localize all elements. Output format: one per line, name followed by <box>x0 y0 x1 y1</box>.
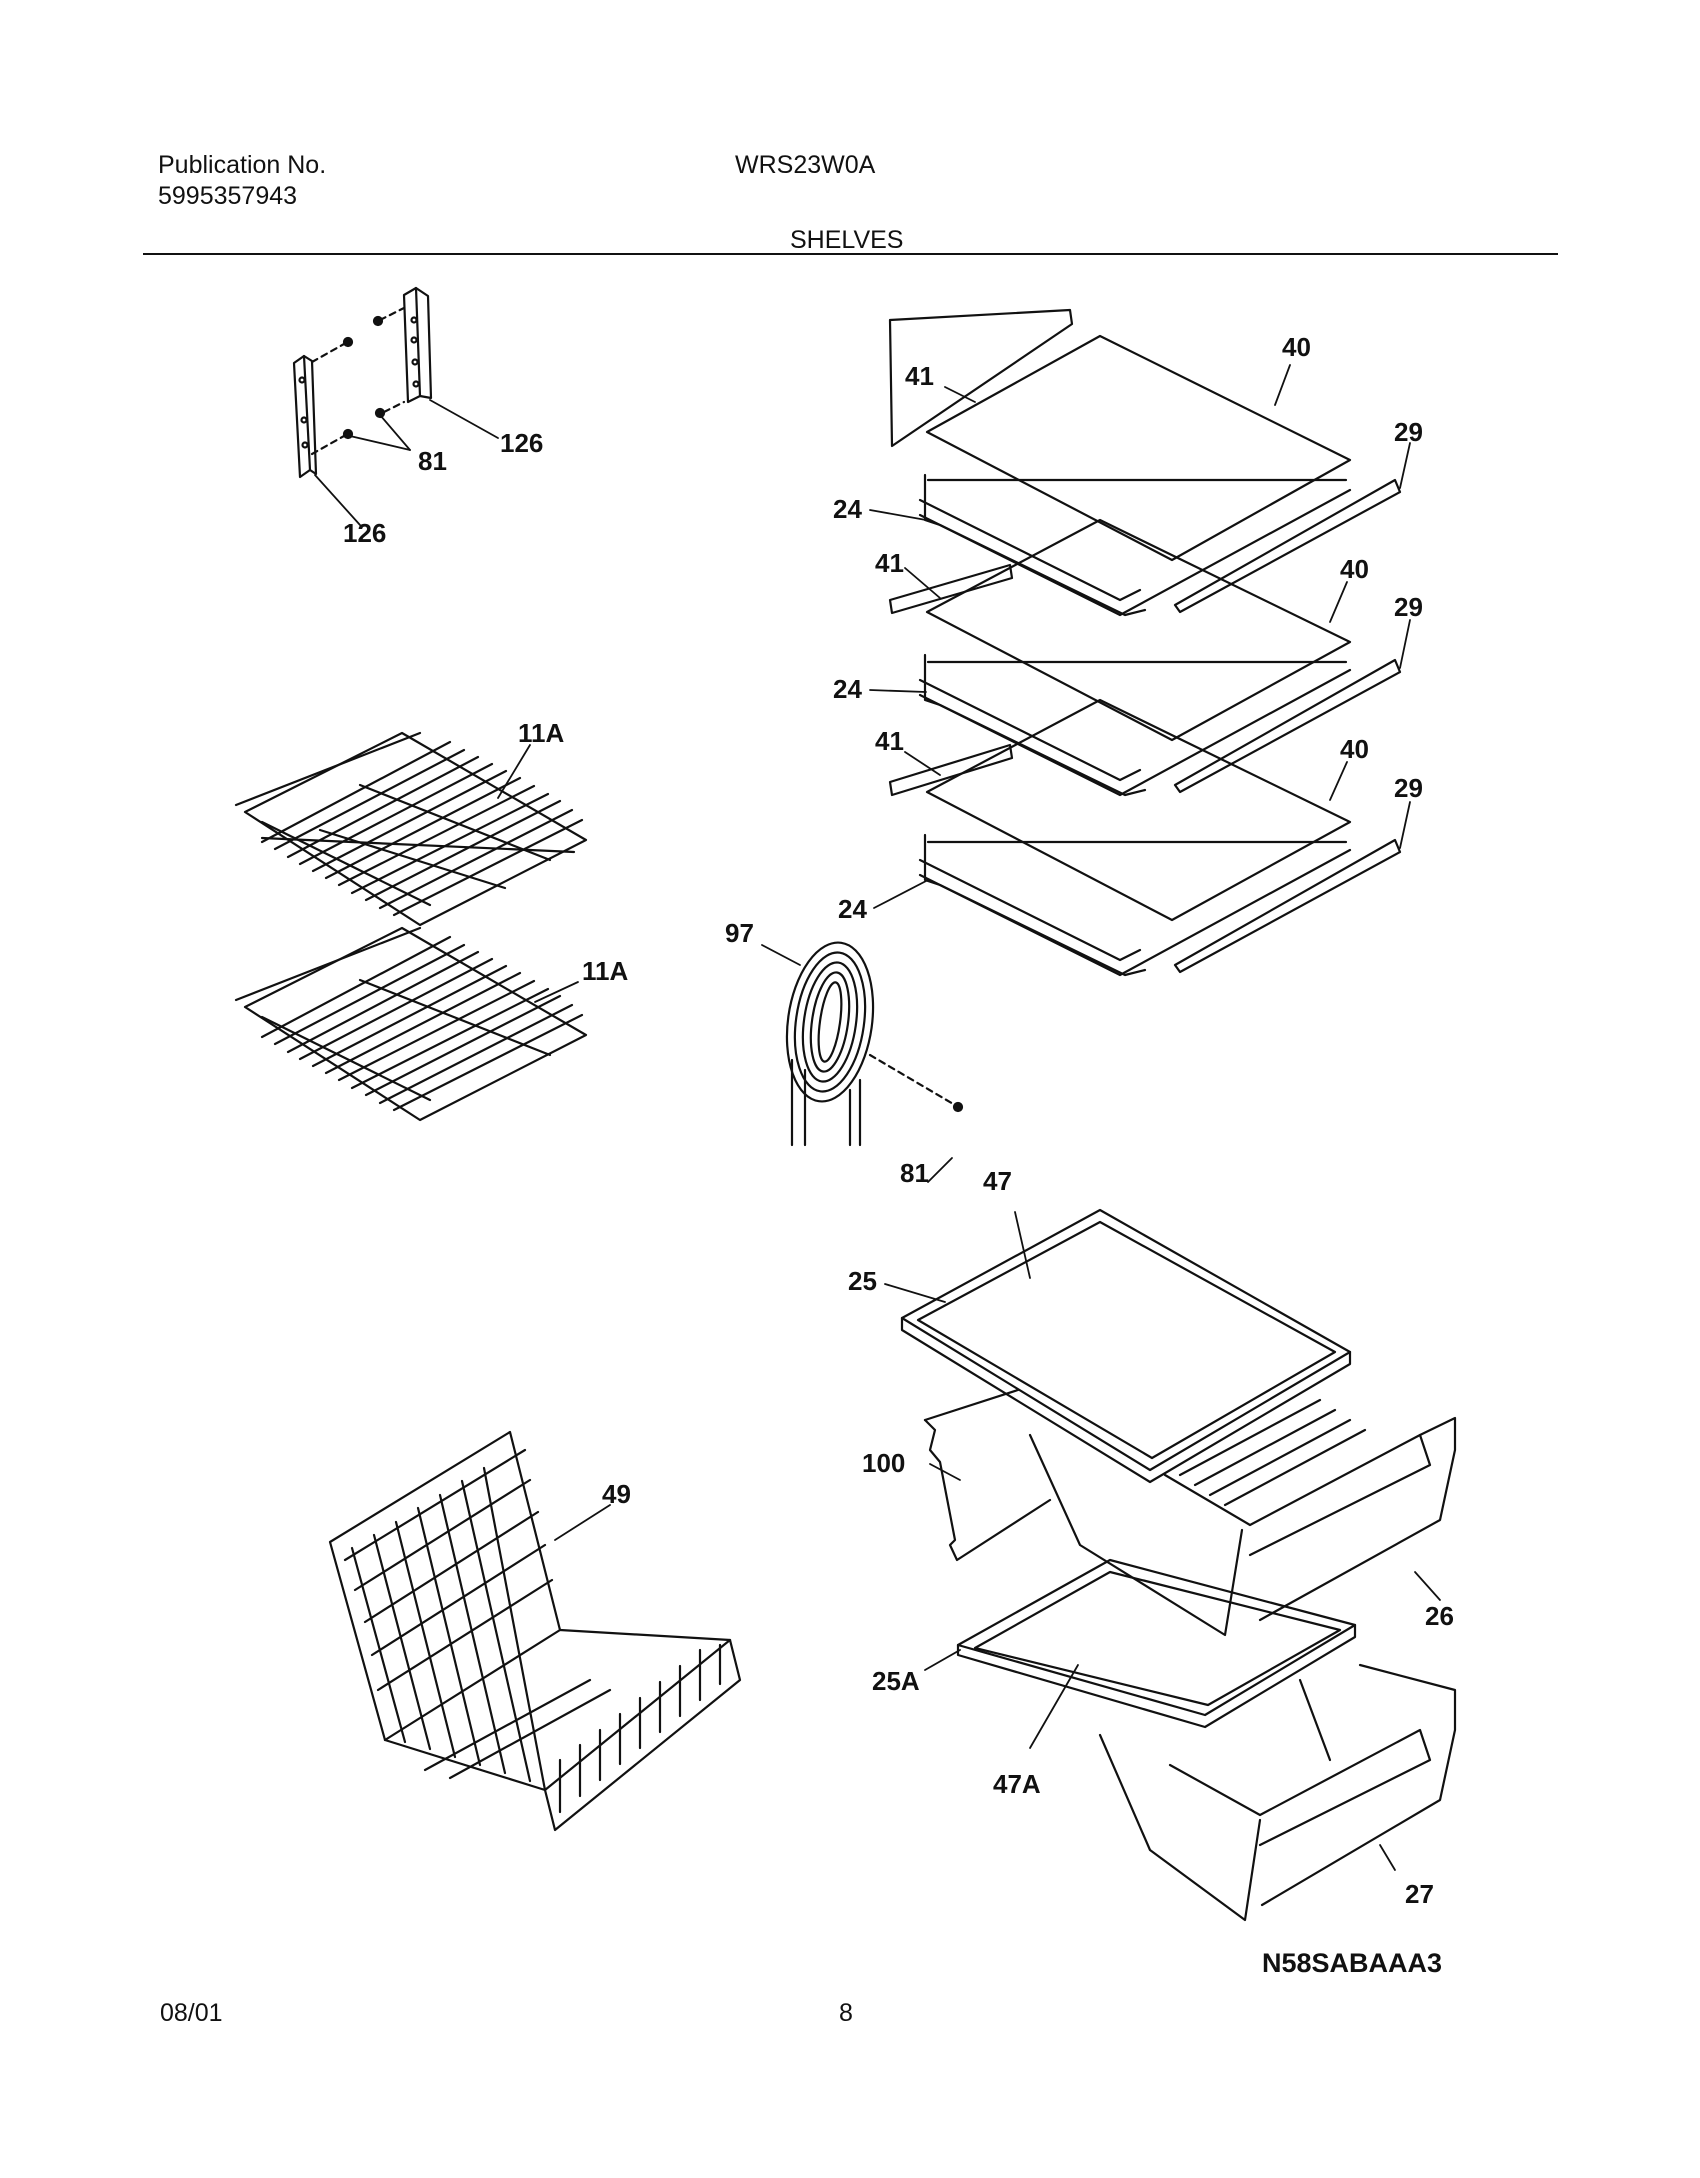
callout-41-middle: 41 <box>875 548 904 578</box>
header-rule <box>143 253 1558 255</box>
tubing-coil <box>785 941 957 1147</box>
callout-100: 100 <box>862 1448 905 1478</box>
callout-41-bottom: 41 <box>875 726 904 756</box>
wire-shelf-lower <box>234 926 588 1122</box>
model-number: WRS23W0A <box>735 151 876 179</box>
callout-81-coil: 81 <box>900 1158 929 1188</box>
section-title: SHELVES <box>790 226 904 254</box>
callout-29-bottom: 29 <box>1394 773 1423 803</box>
glass-shelf-assembly-1 <box>888 308 1402 617</box>
callout-40-bottom: 40 <box>1340 734 1369 764</box>
callout-97: 97 <box>725 918 754 948</box>
callout-29-top: 29 <box>1394 417 1423 447</box>
crisper-cover-assembly-lower <box>956 1558 1357 1729</box>
callout-24-bottom: 24 <box>838 894 867 924</box>
glass-shelf-assembly-2 <box>888 518 1402 797</box>
diagram-code: N58SABAAA3 <box>1262 1948 1443 1978</box>
glass-shelf-assembly-3 <box>888 698 1402 977</box>
screw-icons <box>342 315 386 440</box>
publication-date: 08/01 <box>160 1999 223 2027</box>
wire-basket <box>328 1430 742 1832</box>
callout-40-middle: 40 <box>1340 554 1369 584</box>
callout-49: 49 <box>602 1479 631 1509</box>
callout-11a-upper: 11A <box>518 718 564 748</box>
screws-81 <box>310 306 406 456</box>
callout-24-middle: 24 <box>833 674 862 704</box>
callout-26: 26 <box>1425 1601 1454 1631</box>
callout-126-left: 126 <box>343 518 386 548</box>
wire-shelf-upper <box>234 731 588 927</box>
screw-icon <box>952 1101 964 1113</box>
callout-29-middle: 29 <box>1394 592 1423 622</box>
leader-lines <box>314 364 1441 1871</box>
page-number: 8 <box>839 1999 853 2027</box>
shelf-bracket-left <box>292 354 318 479</box>
callout-81-bracket: 81 <box>418 446 447 476</box>
crisper-drawer <box>1028 1398 1457 1637</box>
crisper-drawer-lower <box>1098 1663 1457 1922</box>
callout-11a-lower: 11A <box>582 956 628 986</box>
callout-40-top: 40 <box>1282 332 1311 362</box>
callout-41-top: 41 <box>905 361 934 391</box>
crisper-cover-assembly <box>900 1208 1352 1484</box>
callout-25: 25 <box>848 1266 877 1296</box>
shelf-bracket-right <box>402 286 433 404</box>
callout-126-right: 126 <box>500 428 543 458</box>
crisper-frame-100 <box>923 1388 1052 1562</box>
publication-label: Publication No. <box>158 151 327 179</box>
publication-number: 5995357943 <box>158 182 298 210</box>
callout-27: 27 <box>1405 1879 1434 1909</box>
callout-47: 47 <box>983 1166 1012 1196</box>
callout-47a: 47A <box>993 1769 1041 1799</box>
callout-24-top: 24 <box>833 494 862 524</box>
callout-labels: 126 126 81 41 40 29 24 41 40 29 24 41 40… <box>343 332 1454 1909</box>
callout-25a: 25A <box>872 1666 920 1696</box>
